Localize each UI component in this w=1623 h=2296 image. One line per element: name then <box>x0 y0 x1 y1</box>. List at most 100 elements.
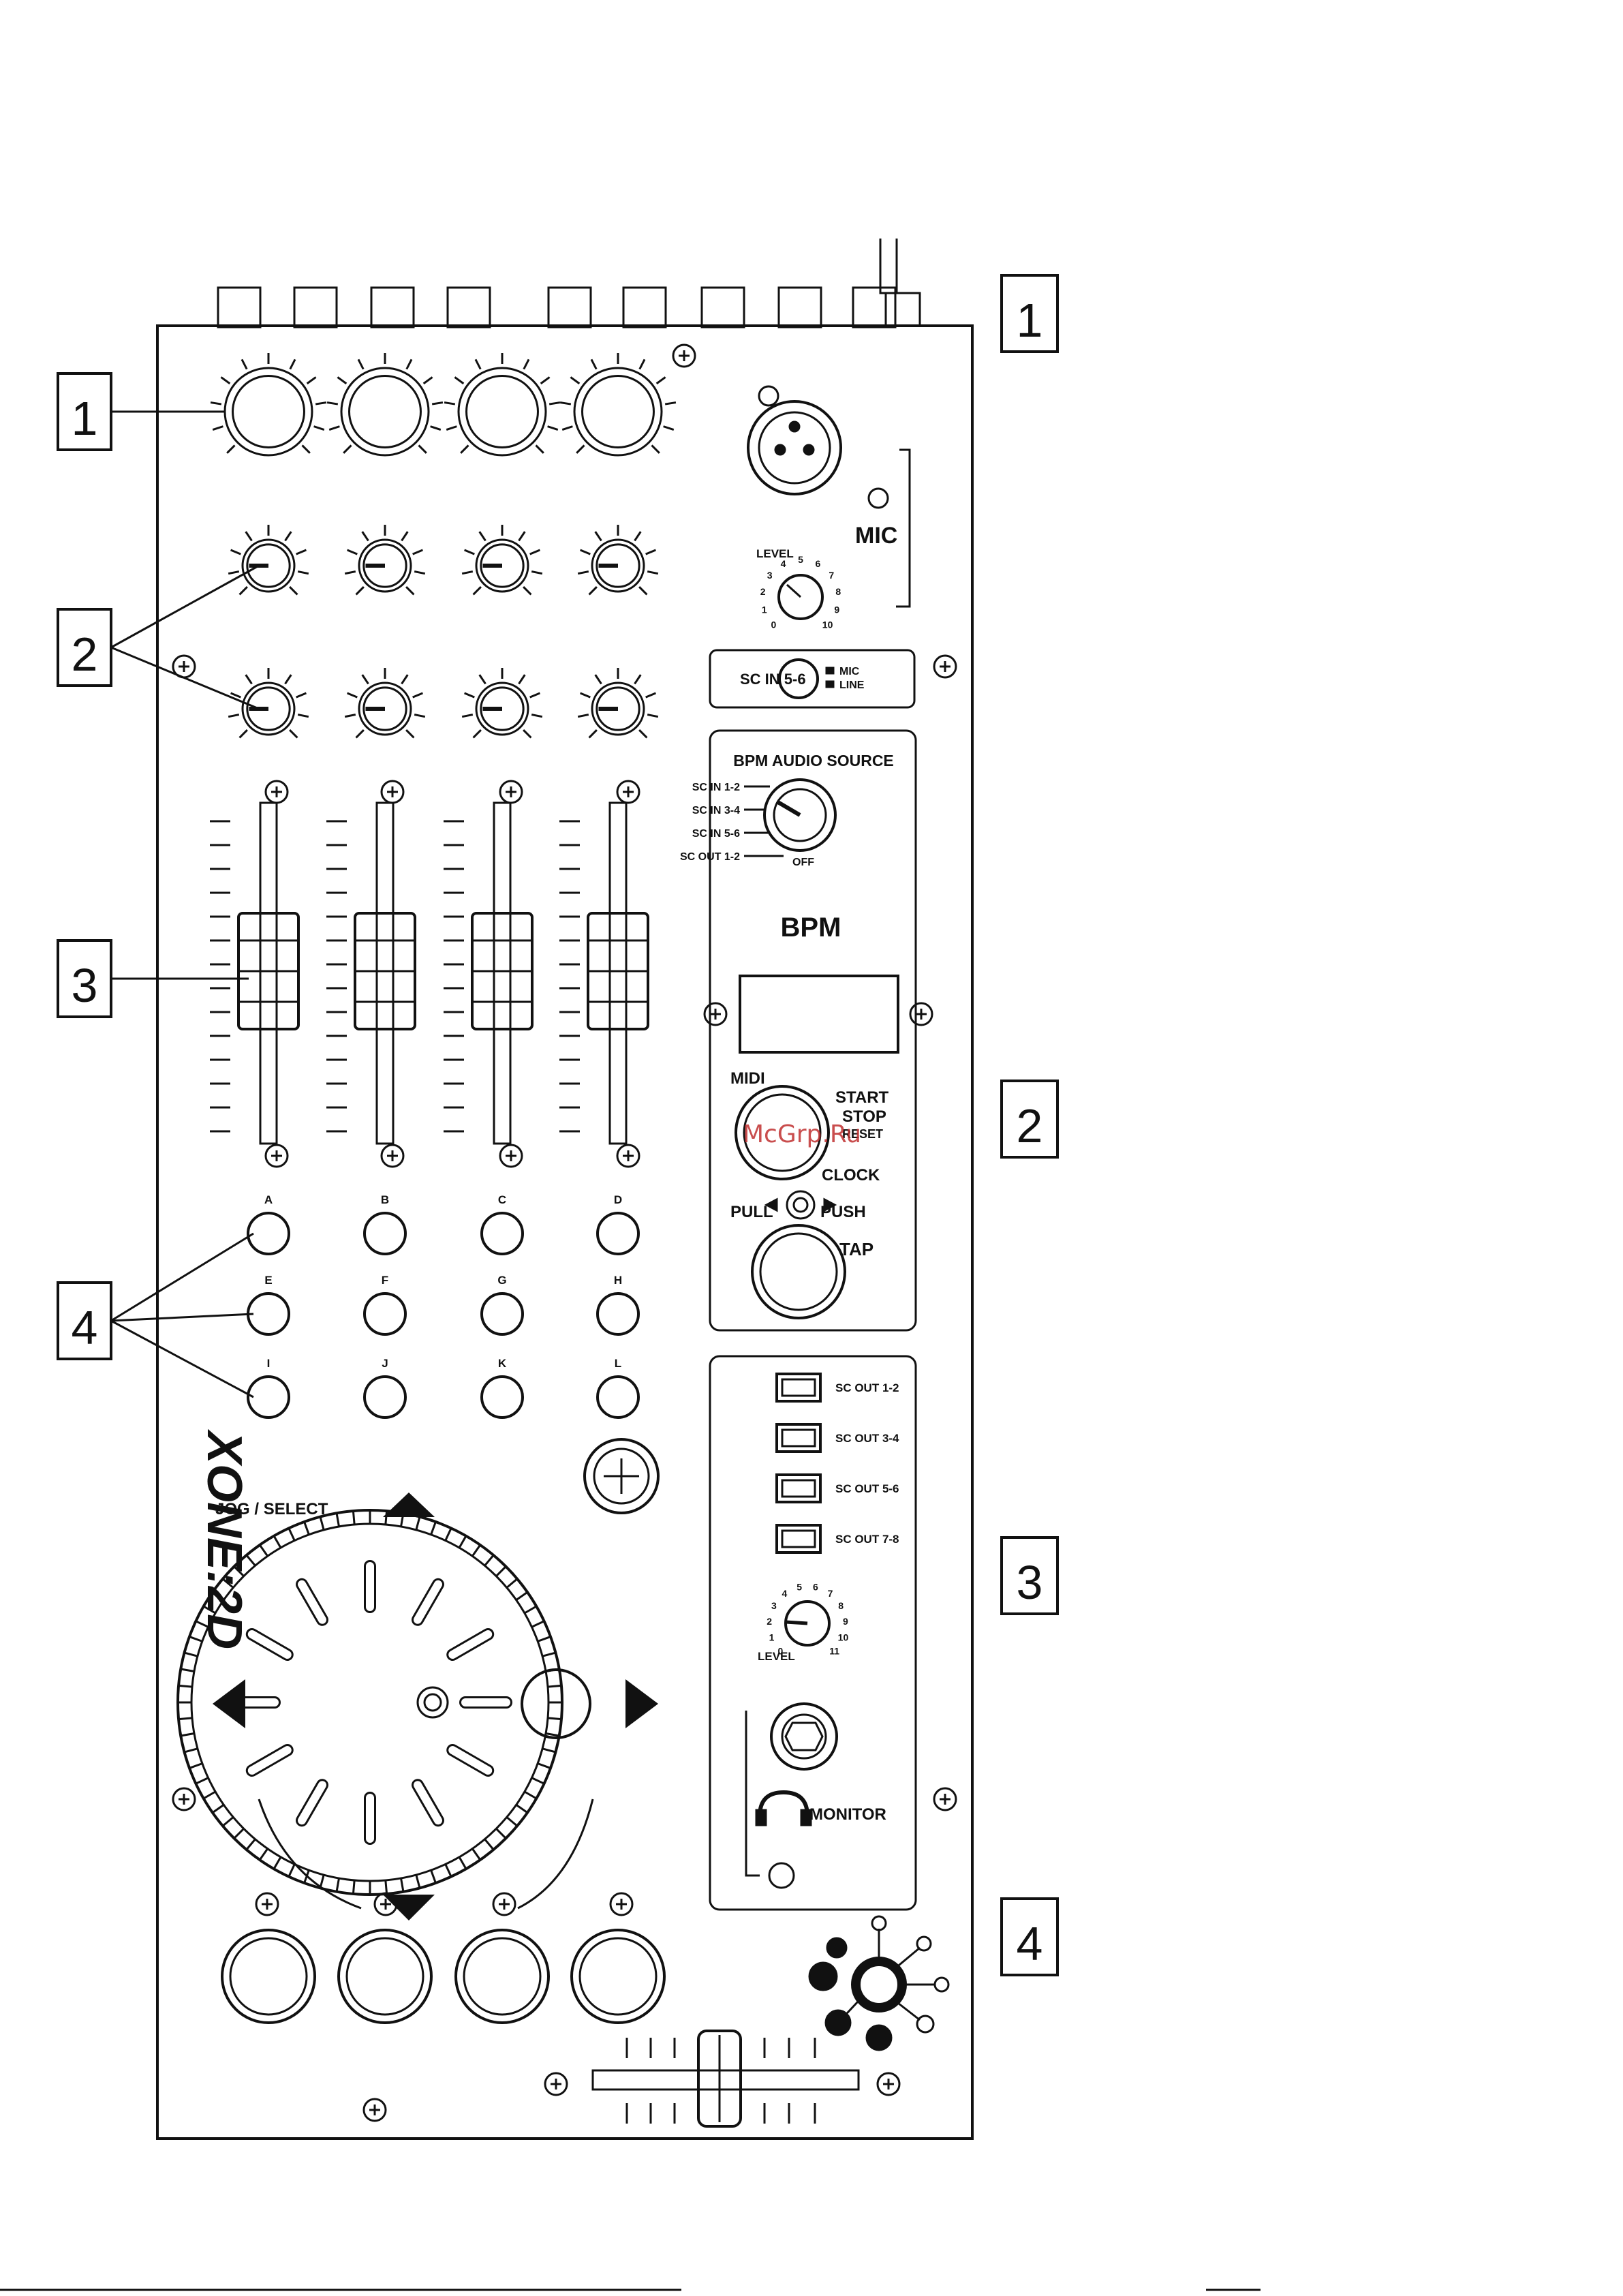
scale-tick-label: 3 <box>771 1600 777 1611</box>
bpm-display <box>739 975 899 1054</box>
screw-icon <box>264 1144 289 1168</box>
scale-tick-label: 8 <box>838 1600 844 1611</box>
scale-tick-label: 4 <box>781 558 786 569</box>
headphones-icon <box>758 1790 809 1817</box>
reset-label: RESET <box>842 1127 883 1141</box>
screw-icon <box>703 1002 728 1026</box>
scale-tick-label: 10 <box>838 1632 849 1643</box>
rotary-knob <box>326 353 444 457</box>
grid-button-label: H <box>614 1274 622 1287</box>
grid-button-label: D <box>614 1193 622 1206</box>
grid-button <box>480 1292 524 1336</box>
sc-out-switch <box>775 1473 822 1503</box>
callout-label: 4 <box>1017 1917 1043 1970</box>
grid-button-label: F <box>382 1274 388 1287</box>
grid-button <box>596 1292 640 1336</box>
jog-touch-dot <box>521 1668 591 1739</box>
jog-label: JOG / SELECT <box>215 1500 328 1518</box>
mic-level-knob <box>777 574 824 620</box>
screw-icon <box>909 1002 933 1026</box>
sc-in-line: LINE <box>839 679 865 691</box>
sc-out-section <box>709 1355 917 1911</box>
grid-button <box>596 1212 640 1255</box>
screw-icon <box>933 654 957 679</box>
eq-knobs-row-2 <box>228 668 659 739</box>
screw-icon <box>876 2072 901 2096</box>
grid-button-label: A <box>264 1193 273 1206</box>
rotary-knob <box>210 353 327 457</box>
grid-button-label: L <box>615 1357 621 1370</box>
sc-out-label: SC OUT 3-4 <box>835 1432 899 1445</box>
pad-button <box>221 1929 316 2024</box>
pull-label: PULL <box>730 1203 773 1221</box>
scale-tick-label: 1 <box>762 604 767 615</box>
grid-button <box>363 1212 407 1255</box>
sc-out-label: SC OUT 5-6 <box>835 1482 899 1495</box>
mic-title: MIC <box>855 523 897 549</box>
start-label: START <box>835 1088 889 1107</box>
bpm-source-title: BPM AUDIO SOURCE <box>733 752 894 769</box>
arrow-down-icon <box>383 1895 435 1920</box>
callout-label: 1 <box>72 392 98 445</box>
callouts-left <box>57 372 260 1398</box>
callout-label: 4 <box>72 1301 98 1354</box>
bpm-source-option: SC IN 3-4 <box>692 805 740 816</box>
callout-label: 1 <box>1017 294 1043 347</box>
midi-label: MIDI <box>730 1069 765 1088</box>
monitor-knob-small <box>768 1862 795 1889</box>
grid-button-label: K <box>498 1357 507 1370</box>
callout-labels: 1 2 3 4 1 2 3 4 <box>72 294 1043 1970</box>
mic-level-label: LEVEL <box>756 547 794 560</box>
bpm-source-option: SC IN 5-6 <box>692 828 740 840</box>
screw-icon <box>264 780 289 804</box>
pad-button <box>570 1929 666 2024</box>
start-stop-button <box>735 1085 830 1180</box>
callout-box-r2 <box>1000 1080 1059 1159</box>
crossfader <box>591 2030 860 2128</box>
callout-label: 3 <box>72 959 98 1012</box>
rotary-knob <box>344 525 426 596</box>
grid-button <box>480 1375 524 1419</box>
rotary-knob <box>228 525 309 596</box>
select-knob <box>583 1438 660 1514</box>
jog-arrows <box>213 1493 658 1920</box>
scale-tick-label: 2 <box>767 1616 772 1627</box>
scale-tick-label: 1 <box>769 1632 775 1643</box>
rotary-knob <box>461 525 543 596</box>
brand-logo: XONE:2D <box>197 1428 251 1649</box>
sc-out-labels: SC OUT 1-2SC OUT 3-4SC OUT 5-6SC OUT 7-8 <box>835 1381 899 1546</box>
bpm-source-option: SC IN 1-2 <box>692 782 740 793</box>
scale-tick-label: 10 <box>822 619 833 630</box>
mic-section <box>747 385 911 620</box>
scale-tick-label: 5 <box>797 1581 802 1592</box>
rotary-knob <box>577 668 659 739</box>
rotary-knob <box>577 525 659 596</box>
screw-icon <box>362 2098 387 2122</box>
callout-label: 2 <box>1017 1099 1043 1152</box>
screw-icon <box>609 1892 634 1916</box>
rotary-knob <box>559 353 677 457</box>
grid-button <box>596 1375 640 1419</box>
channel-fader <box>559 801 649 1145</box>
stop-label: STOP <box>842 1107 886 1126</box>
channel-faders <box>210 801 649 1145</box>
sc-out-switch <box>775 1423 822 1453</box>
screw-icon <box>672 343 696 368</box>
scale-tick-label: 11 <box>829 1646 839 1657</box>
screw-icon <box>380 1144 405 1168</box>
grid-button-label: C <box>498 1193 506 1206</box>
scale-tick-label: 5 <box>798 554 803 565</box>
screw-icon <box>616 780 640 804</box>
callout-label: 2 <box>72 628 98 681</box>
sc-out-switch <box>775 1373 822 1403</box>
rotary-knob <box>344 668 426 739</box>
headphone-jack <box>770 1702 838 1771</box>
gain-knobs-row <box>210 353 677 457</box>
screw-icon <box>172 654 196 679</box>
grid-button <box>247 1292 290 1336</box>
grid-button-label: I <box>267 1357 270 1370</box>
